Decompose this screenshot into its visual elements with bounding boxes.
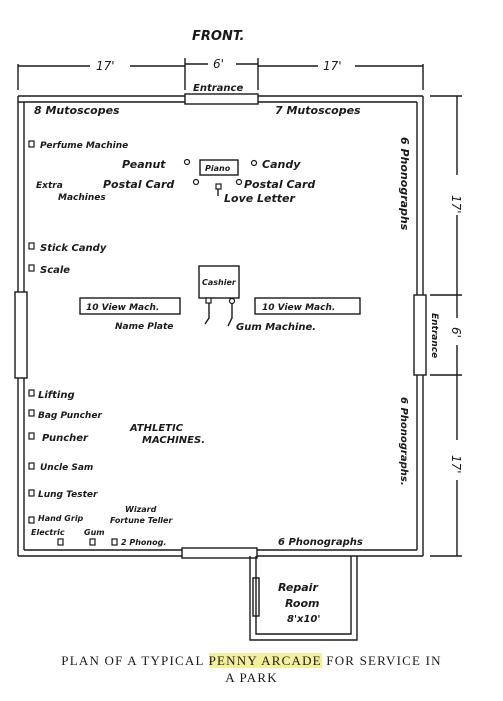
marker-lung-tester: [28, 489, 35, 497]
marker-scale: [28, 264, 35, 272]
front-entrance-door: [184, 93, 259, 105]
label-postal-card-left: Postal Card: [103, 178, 174, 191]
marker-wizard: [111, 538, 118, 546]
wall-top-right: [258, 95, 423, 103]
wall-left-lower: [17, 378, 25, 556]
label-view-mach-left: 10 View Mach.: [86, 303, 159, 313]
dim-top-right: 17': [323, 59, 342, 73]
label-lung-tester: Lung Tester: [38, 490, 98, 500]
dim-top-left: 17': [96, 59, 115, 73]
label-room-size: 8'x10': [287, 614, 320, 625]
dim-right-top: 17': [449, 195, 463, 214]
wall-left-upper: [17, 96, 25, 292]
label-perfume-machine: Perfume Machine: [40, 141, 128, 151]
rear-door: [181, 547, 258, 559]
repair-room-door: [252, 577, 260, 617]
label-machines: Machines: [58, 193, 106, 203]
label-wizard: Wizard: [125, 505, 157, 514]
wall-top-left: [18, 95, 185, 103]
label-puncher: Puncher: [42, 433, 89, 444]
marker-puncher: [28, 432, 35, 440]
label-name-plate: Name Plate: [115, 322, 173, 332]
label-athletic: ATHLETIC: [129, 423, 184, 434]
marker-postal-left: [192, 178, 200, 186]
view-machines-left-box: [79, 297, 181, 315]
label-phonographs-right-bottom: 6 Phonographs.: [398, 397, 409, 486]
label-piano: Piano: [205, 164, 231, 173]
label-room: Room: [285, 597, 320, 610]
marker-love-letter: [215, 183, 222, 190]
label-uncle-sam: Uncle Sam: [40, 463, 93, 473]
label-gum: Gum: [84, 528, 105, 537]
label-hand-grip: Hand Grip: [38, 514, 84, 523]
label-bag-puncher: Bag Puncher: [38, 411, 102, 421]
caption-line-1: PLAN OF A TYPICAL PENNY ARCADE FOR SERVI…: [0, 652, 503, 669]
label-mutoscopes-left: 8 Mutoscopes: [34, 104, 120, 117]
dim-top-middle: 6': [213, 57, 224, 71]
label-electric: Electric: [31, 528, 65, 537]
marker-gum: [89, 538, 96, 546]
repair-room-walls: [249, 556, 358, 641]
label-postal-card-right: Postal Card: [244, 178, 315, 191]
marker-bag-puncher: [28, 409, 35, 417]
marker-gum-machine: [228, 297, 236, 305]
label-two-phonog: 2 Phonog.: [121, 538, 166, 547]
label-extra: Extra: [36, 181, 63, 191]
caption-highlight: PENNY ARCADE: [208, 653, 322, 668]
label-fortune-teller: Fortune Teller: [110, 516, 173, 525]
dimension-lines-top: [17, 58, 424, 90]
wall-bottom-right: [257, 549, 423, 557]
marker-postal-right: [235, 178, 243, 186]
marker-hand-grip: [28, 516, 35, 524]
wall-right-lower: [416, 375, 424, 556]
label-view-mach-right: 10 View Mach.: [262, 303, 335, 313]
caption-before: PLAN OF A TYPICAL: [61, 653, 209, 668]
label-lifting: Lifting: [38, 390, 75, 401]
label-love-letter: Love Letter: [224, 192, 295, 205]
label-mutoscopes-right: 7 Mutoscopes: [275, 104, 361, 117]
marker-stick-candy: [28, 242, 35, 250]
floor-plan: FRONT. 17' 6' 17' Entrance 17' 6' 17' En…: [14, 29, 463, 641]
label-repair: Repair: [278, 581, 318, 594]
leader-lines: [204, 188, 233, 327]
label-phonographs-bottom: 6 Phonographs: [278, 537, 363, 548]
caption-after: FOR SERVICE IN: [321, 653, 442, 668]
marker-perfume: [28, 140, 35, 148]
dim-right-bottom: 17': [449, 455, 463, 474]
piano-box: [199, 159, 239, 176]
front-label: FRONT.: [192, 29, 244, 44]
marker-name-plate: [205, 297, 212, 304]
label-cashier: Cashier: [202, 278, 237, 287]
wall-bottom-left: [18, 549, 182, 557]
label-athletic-machines: MACHINES.: [142, 435, 205, 446]
cashier-booth: [198, 265, 240, 299]
marker-candy: [250, 159, 258, 167]
side-entrance-label: Entrance: [429, 313, 439, 358]
dim-right-middle: 6': [449, 327, 463, 338]
dimension-lines-right: [430, 95, 462, 557]
left-window: [14, 291, 28, 379]
marker-peanut: [183, 158, 191, 166]
marker-uncle-sam: [28, 462, 35, 470]
right-side-entrance-door: [413, 294, 427, 376]
marker-lifting: [28, 389, 35, 397]
marker-electric: [57, 538, 64, 546]
label-phonographs-right-top: 6 Phonographs: [398, 137, 411, 231]
label-scale: Scale: [40, 265, 70, 276]
caption-line-2: A PARK: [225, 670, 278, 685]
label-gum-machine: Gum Machine.: [236, 322, 316, 333]
label-stick-candy: Stick Candy: [40, 243, 107, 254]
label-peanut: Peanut: [122, 158, 166, 171]
view-machines-right-box: [254, 297, 361, 315]
wall-right-upper: [416, 96, 424, 295]
figure-caption: PLAN OF A TYPICAL PENNY ARCADE FOR SERVI…: [0, 652, 503, 686]
label-candy: Candy: [262, 158, 301, 171]
front-entrance-label: Entrance: [193, 83, 243, 94]
